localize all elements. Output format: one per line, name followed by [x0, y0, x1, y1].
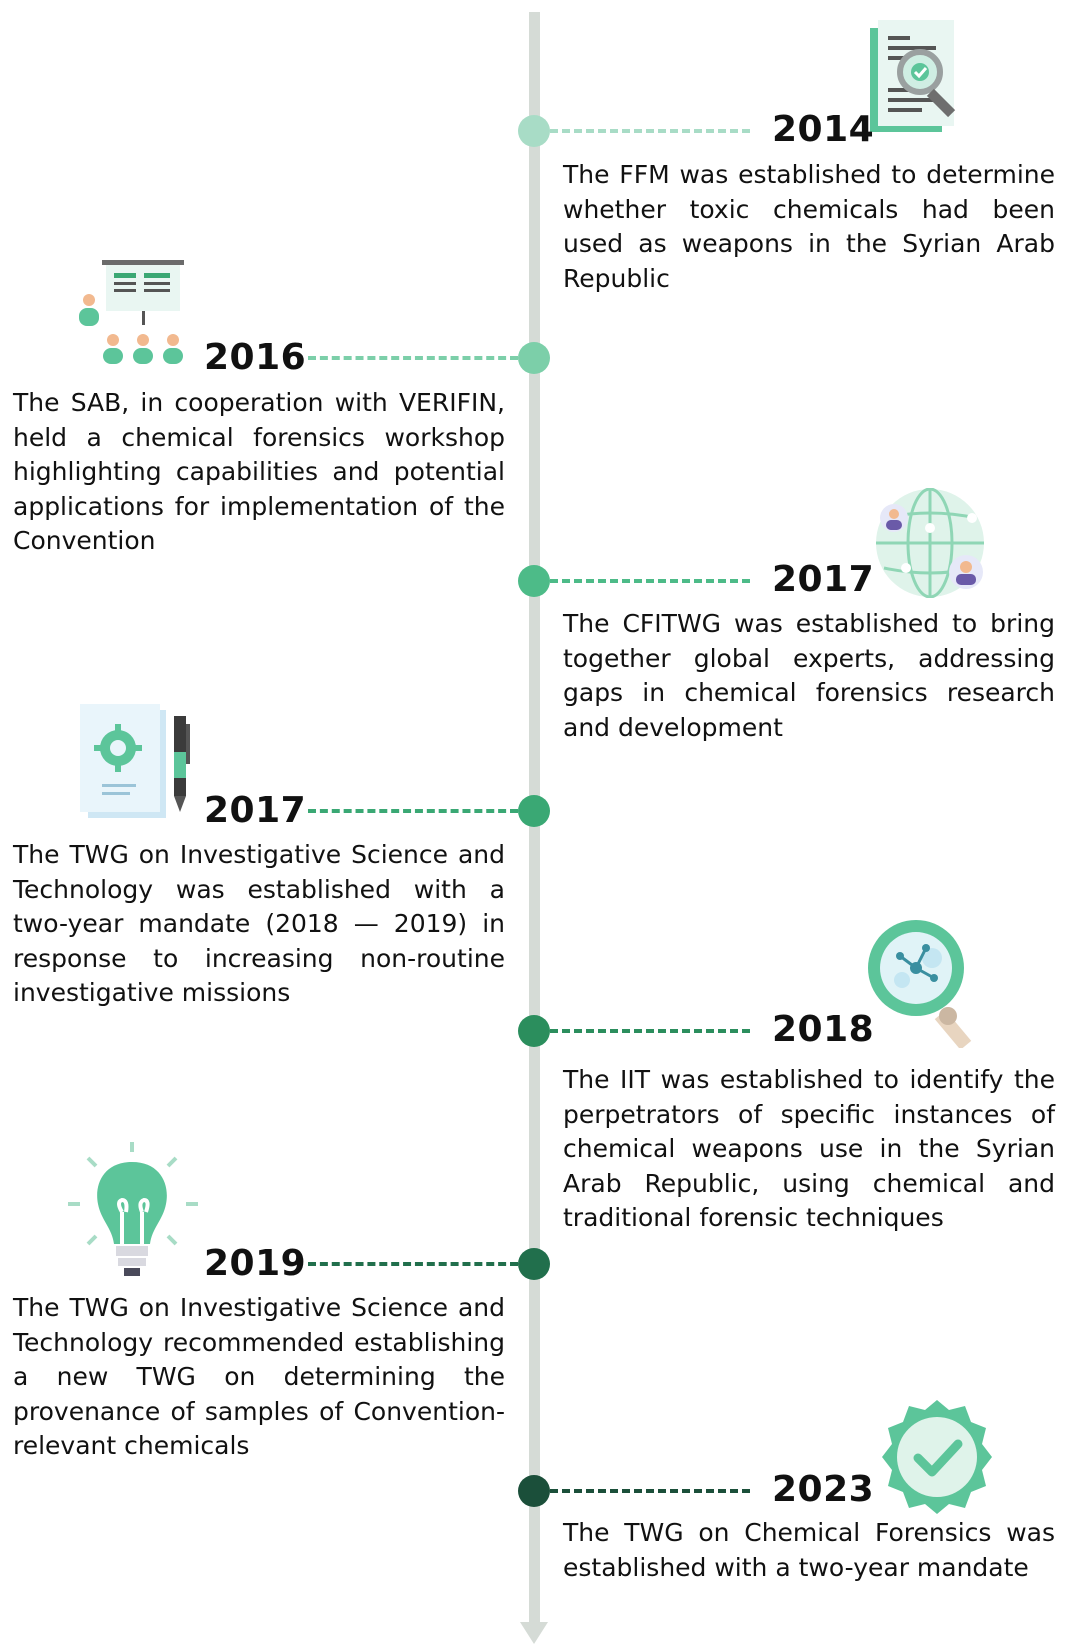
timeline-dot — [518, 795, 550, 827]
connector-line — [550, 1029, 750, 1033]
magnifier-molecule-icon — [868, 920, 972, 1048]
timeline-event-2019: 2019 The TWG on Investigative Science an… — [0, 0, 1067, 1460]
event-year: 2016 — [204, 337, 307, 378]
connector-line — [550, 1489, 750, 1493]
connector-line — [550, 579, 750, 583]
event-year: 2018 — [772, 1009, 875, 1050]
connector-line — [308, 1262, 518, 1266]
timeline-dot — [518, 1475, 550, 1507]
timeline-dot — [518, 115, 550, 147]
timeline-dot — [518, 565, 550, 597]
event-description: The CFITWG was established to bring toge… — [563, 609, 1055, 742]
event-year: 2017 — [204, 790, 307, 831]
workshop-presentation-icon — [79, 260, 184, 364]
timeline-dot — [518, 1248, 550, 1280]
connector-line — [308, 356, 518, 360]
lightbulb-icon — [68, 1142, 198, 1276]
timeline-dot — [518, 342, 550, 374]
timeline-event-2014: 2014 The FFM was established to determin… — [0, 0, 1067, 293]
event-description: The FFM was established to determine whe… — [563, 160, 1055, 293]
connector-line — [550, 129, 750, 133]
event-description: The TWG on Chemical Forensics was establ… — [563, 1518, 1055, 1582]
event-year: 2017 — [772, 559, 875, 600]
event-year: 2014 — [772, 109, 875, 150]
timeline-event-2016: 2016 The SAB, in cooperation with VERIFI… — [0, 0, 1067, 555]
document-gear-pen-icon — [80, 704, 190, 818]
connector-line — [308, 809, 518, 813]
document-magnifier-icon — [870, 20, 956, 132]
check-badge-icon — [882, 1400, 992, 1514]
event-description: The SAB, in cooperation with VERIFIN, he… — [13, 388, 505, 556]
timeline-event-2017-cfitwg: 2017 The CFITWG was established to bring… — [0, 0, 1067, 742]
timeline-dot — [518, 1015, 550, 1047]
timeline-arrow — [520, 1622, 548, 1644]
timeline-event-2017-twg: 2017 The TWG on Investigative Science an… — [0, 0, 1067, 1007]
event-description: The TWG on Investigative Science and Tec… — [13, 840, 505, 1008]
event-year: 2023 — [772, 1469, 875, 1510]
globe-network-icon — [876, 488, 984, 598]
timeline-event-2018: 2018 The IIT was established to identify… — [0, 0, 1067, 1232]
event-description: The IIT was established to identify the … — [563, 1065, 1055, 1233]
timeline-event-2023: 2023 The TWG on Chemical Forensics was e… — [0, 0, 1067, 1582]
event-description: The TWG on Investigative Science and Tec… — [13, 1293, 505, 1461]
event-year: 2019 — [204, 1243, 307, 1284]
